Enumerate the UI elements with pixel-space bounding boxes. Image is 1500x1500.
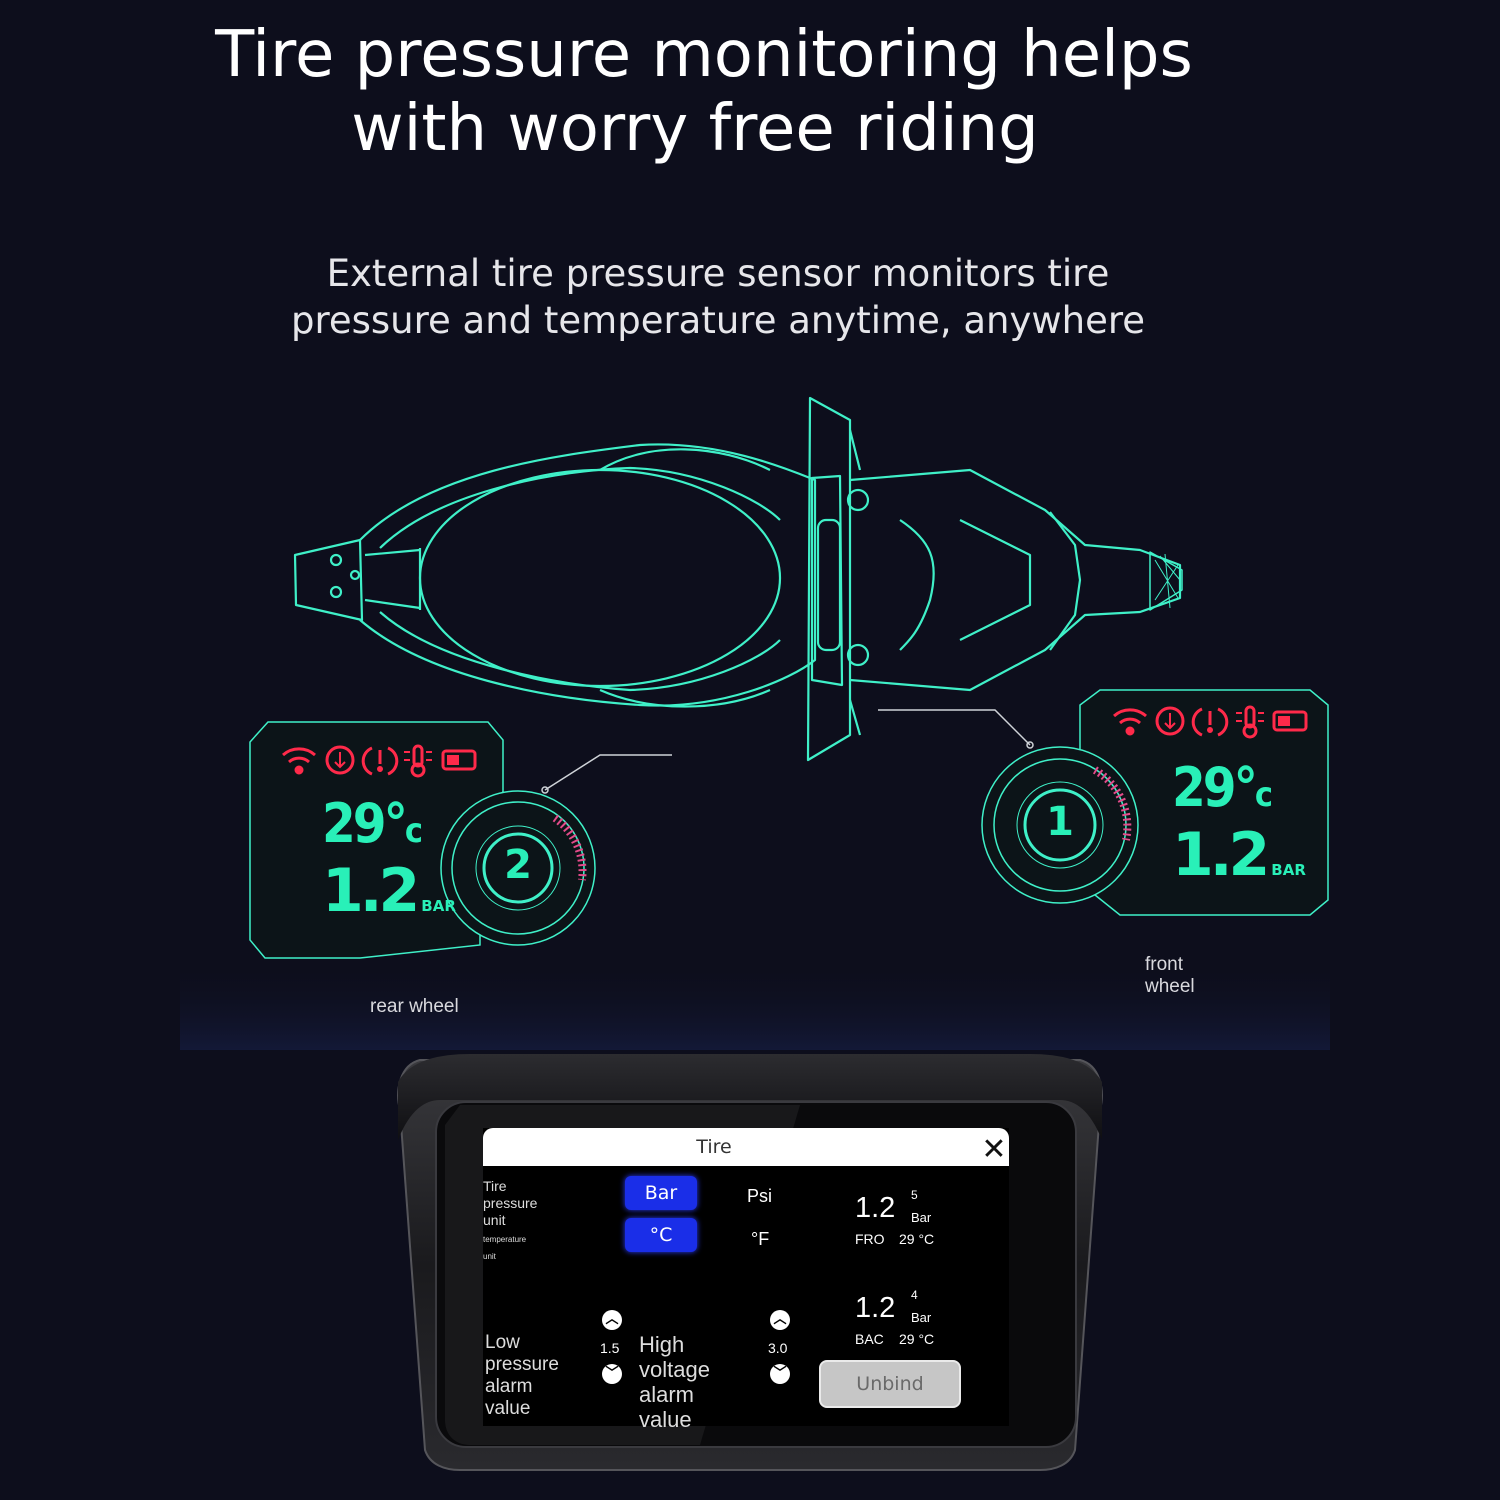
headline-line-2: with worry free riding: [351, 92, 1039, 166]
front-status-icons: [1113, 705, 1308, 739]
unit-label-line-3: unit: [483, 1212, 506, 1228]
rear-temperature: 29°c: [322, 792, 423, 855]
unit-bar-button[interactable]: Bar: [625, 1176, 697, 1210]
front-wheel-label-line-2: wheel: [1145, 976, 1195, 997]
dialog-title: Tire: [696, 1136, 732, 1158]
front-wheel-label: front wheel: [1145, 954, 1195, 998]
rear-temperature-value: 29°: [322, 792, 408, 855]
tire-alert-icon: [1191, 707, 1229, 737]
low-alarm-line-3: alarm: [485, 1376, 533, 1397]
power-icon: [1155, 706, 1185, 736]
low-alarm-increase-icon[interactable]: ︿: [602, 1310, 622, 1330]
headline: Tire pressure monitoring helps with worr…: [0, 18, 1500, 166]
unit-fahrenheit-button[interactable]: °F: [751, 1229, 770, 1249]
low-alarm-line-4: value: [485, 1398, 531, 1419]
high-alarm-decrease-icon[interactable]: ﹀: [770, 1364, 790, 1384]
low-alarm-label: Low pressure alarm value: [485, 1332, 559, 1420]
front-screen-index: 5: [911, 1188, 918, 1202]
high-alarm-line-4: value: [639, 1407, 692, 1432]
back-screen-temp: 29 °C: [899, 1331, 935, 1347]
back-screen-unit: Bar: [911, 1310, 932, 1325]
unit-celsius-button[interactable]: °C: [625, 1218, 697, 1252]
motorcycle-outline: [293, 396, 1183, 762]
headline-line-1: Tire pressure monitoring helps: [215, 18, 1193, 92]
unit-label-line-1: Tire: [483, 1178, 507, 1194]
unit-psi-button[interactable]: Psi: [747, 1186, 773, 1206]
high-alarm-value: 3.0: [768, 1340, 788, 1356]
high-alarm-line-3: alarm: [639, 1382, 695, 1407]
unit-label-line-5: unit: [483, 1252, 496, 1261]
front-screen-temp: 29 °C: [899, 1231, 935, 1247]
front-wheel-number: 1: [1046, 799, 1074, 845]
rear-status-icons: [282, 744, 477, 778]
rear-wheel-number: 2: [504, 842, 532, 888]
subheadline: External tire pressure sensor monitors t…: [0, 250, 1436, 344]
front-wheel-label-line-1: front: [1145, 954, 1184, 975]
front-temperature-unit: c: [1254, 775, 1274, 815]
front-screen-pressure: 1.2: [855, 1192, 896, 1224]
thermometer-icon: [1236, 705, 1264, 739]
low-alarm-line-1: Low: [485, 1332, 520, 1353]
low-alarm-line-2: pressure: [485, 1354, 559, 1375]
front-temperature-value: 29°: [1172, 756, 1258, 819]
rear-pressure-value: 1.2: [322, 856, 420, 926]
front-wheel-panel: [981, 689, 1329, 916]
front-screen-unit: Bar: [911, 1210, 932, 1225]
leader-lines: [541, 709, 1034, 794]
wifi-icon: [282, 747, 316, 775]
unit-label-line-4: temperature: [483, 1235, 527, 1244]
front-pressure-value: 1.2: [1172, 820, 1270, 890]
low-alarm-decrease-icon[interactable]: ﹀: [602, 1364, 622, 1384]
tire-alert-icon: [361, 746, 399, 776]
close-icon[interactable]: ✕: [981, 1132, 1007, 1167]
rear-temperature-unit: c: [404, 811, 424, 851]
unit-label-line-2: pressure: [483, 1195, 538, 1211]
high-alarm-label: High voltage alarm value: [639, 1332, 710, 1432]
rear-wheel-panel: [249, 721, 596, 959]
battery-icon: [441, 749, 477, 771]
rear-wheel-label: rear wheel: [370, 996, 459, 1017]
low-alarm-value: 1.5: [600, 1340, 620, 1356]
device-screen: Tire ✕ Tire pressure unit temperature un…: [483, 1128, 1009, 1432]
subheadline-line-1: External tire pressure sensor monitors t…: [326, 252, 1110, 295]
high-alarm-increase-icon[interactable]: ︿: [770, 1310, 790, 1330]
high-alarm-line-1: High: [639, 1332, 685, 1357]
front-temperature: 29°c: [1172, 756, 1273, 819]
high-alarm-line-2: voltage: [639, 1357, 710, 1382]
rear-pressure-unit: BAR: [421, 897, 456, 915]
front-screen-name: FRO: [855, 1231, 885, 1247]
back-screen-index: 4: [911, 1288, 918, 1302]
back-screen-name: BAC: [855, 1331, 884, 1347]
back-screen-pressure: 1.2: [855, 1292, 896, 1324]
power-icon: [325, 745, 355, 775]
battery-icon: [1272, 710, 1308, 732]
dialog-titlebar: Tire ✕: [483, 1128, 1009, 1166]
unit-setting-label: Tire pressure unit temperature unit: [483, 1178, 537, 1263]
unbind-button[interactable]: Unbind: [819, 1360, 961, 1408]
front-pressure-unit: BAR: [1271, 861, 1306, 879]
subheadline-line-2: pressure and temperature anytime, anywhe…: [290, 299, 1146, 342]
thermometer-icon: [404, 744, 432, 778]
wifi-icon: [1113, 708, 1147, 736]
